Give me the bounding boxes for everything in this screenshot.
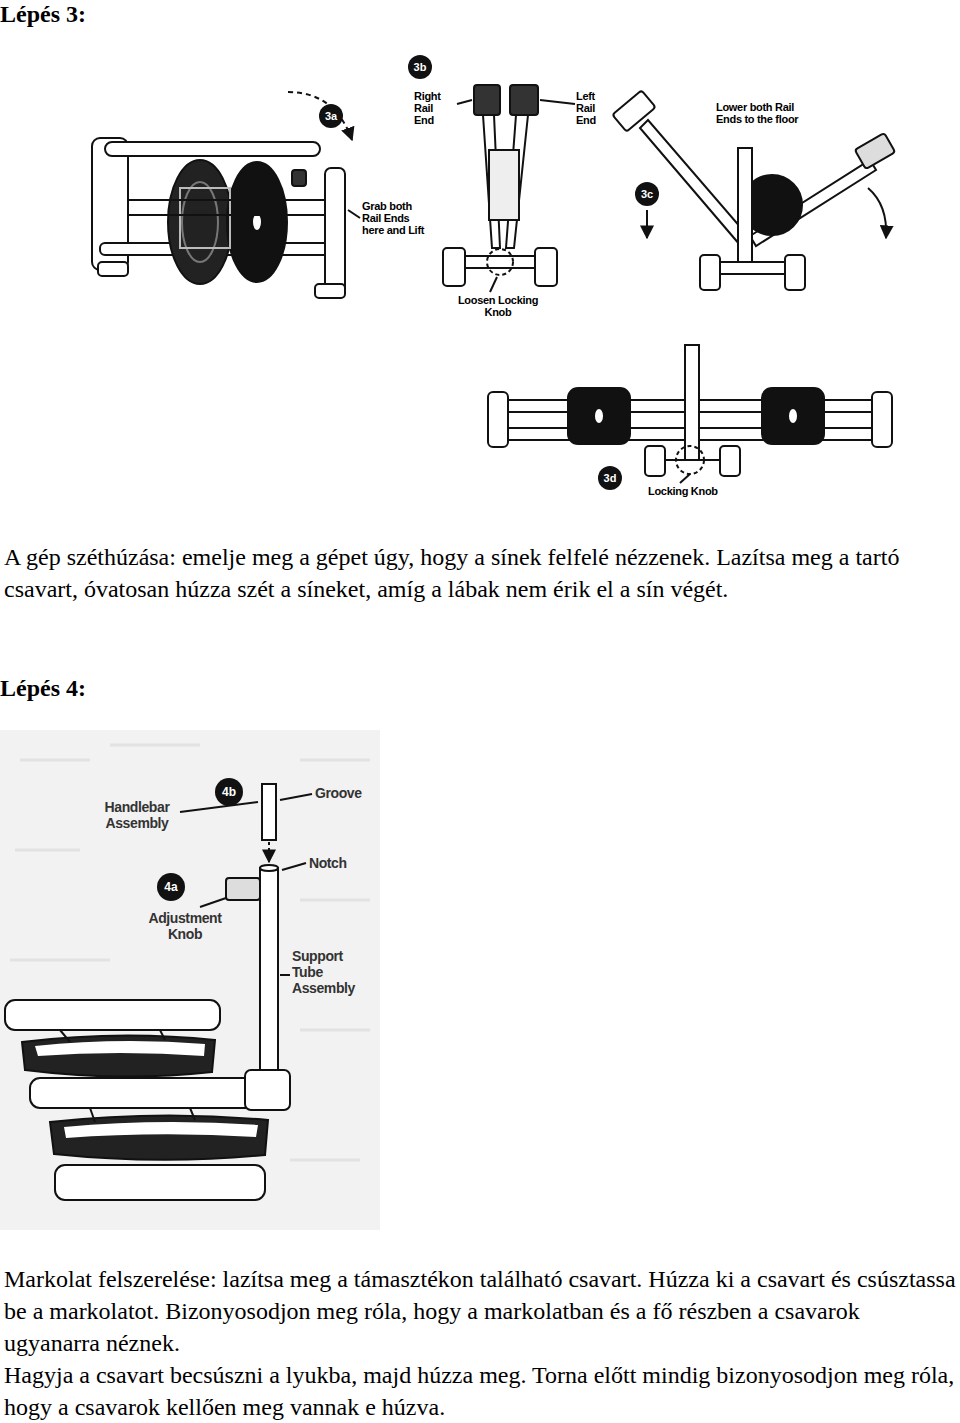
stepper-handlebar [5,784,312,1200]
callout-circle: 4a [157,873,185,901]
callout-number: 4a [164,880,177,894]
callout-circle: 4b [215,778,243,806]
step-heading: Lépés 4: [0,674,86,702]
scan-ground [0,730,380,1230]
instruction-text: Hagyja a csavart becsúszni a lyukba, maj… [4,1359,960,1423]
part-label: Right Rail End [414,90,454,126]
callout-circle: 3b [408,55,432,79]
instruction-label: Lower both Rail Ends to the floor [716,101,821,125]
callout-number: 3a [325,110,337,122]
instruction-text: Markolat felszerelése: lazítsa meg a tám… [4,1263,960,1359]
scan-noise [10,745,370,1160]
instruction-label: Grab both Rail Ends here and Lift [362,200,426,236]
callout-number: 3c [641,188,653,200]
callout-circle: 3d [598,466,622,490]
stepper-rails-lowering [612,90,895,290]
step-heading: Lépés 3: [0,0,86,28]
part-label: Left Rail End [576,90,612,126]
part-label: Notch [309,855,347,871]
part-label: Support Tube Assembly [292,948,370,996]
callout-number: 4b [222,785,236,799]
callout-circle: 3a [319,104,343,128]
part-label: Handlebar Assembly [96,799,178,831]
callout-number: 3b [414,61,427,73]
callout-number: 3d [604,472,617,484]
part-label: Locking Knob [648,485,768,497]
stepper-rails-up [443,85,575,292]
instruction-text: A gép széthúzása: emelje meg a gépet úgy… [4,541,960,605]
stepper-upside-down [92,92,360,298]
part-label: Adjustment Knob [138,910,232,942]
part-label: Groove [315,785,362,801]
part-label: Loosen Locking Knob [444,294,552,318]
stepper-front-view [488,345,892,483]
callout-circle: 3c [635,182,659,206]
